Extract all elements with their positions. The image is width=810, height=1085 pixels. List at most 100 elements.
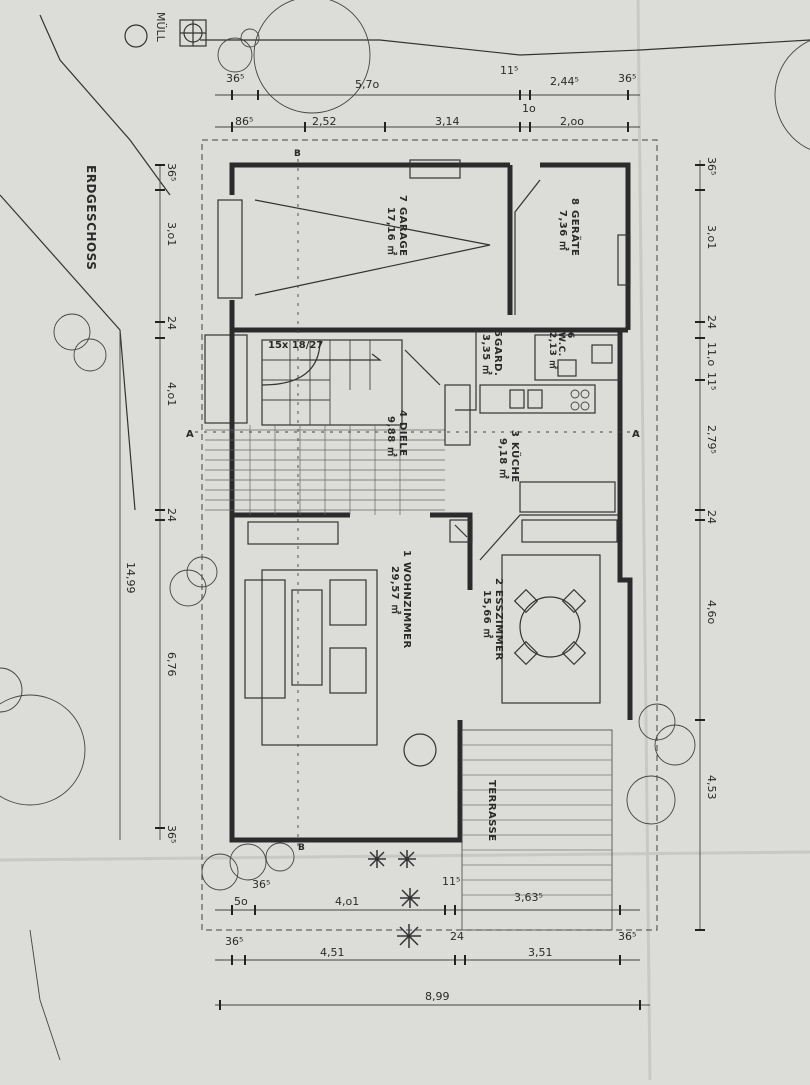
room-area: 2,13 ㎡ [547,332,559,369]
room-name: GARD. [492,338,503,376]
room-kueche: 3 KÜCHE 9,18 ㎡ [497,430,523,483]
section-b-top: B [294,149,301,159]
dim-label: 1o [522,102,536,115]
dim-label: 2,oo [560,115,584,128]
dim-label: 36⁵ [165,163,178,181]
dim-label: 4,53 [705,775,718,800]
dim-label: 4,o1 [165,382,178,406]
room-number: 8 [569,198,580,205]
room-area: 9,18 ㎡ [497,438,510,479]
dim-label: 24 [165,316,178,330]
dim-total-left: 14,99 [124,562,137,594]
room-number: 3 [509,430,520,437]
section-markers [195,150,640,850]
dim-label: 36⁵ [618,72,636,85]
dim-label: 4,51 [320,946,345,959]
room-wohnzimmer: 1 WOHNZIMMER 29,57 ㎡ [389,550,412,649]
room-area: 17,16 ㎡ [385,207,398,256]
room-area: 9,88 ㎡ [385,416,398,457]
dim-label: 36⁵ [618,930,636,943]
room-name: KÜCHE [509,442,523,483]
room-number: 7 [397,195,408,202]
room-name: GARAGE [397,207,408,256]
living-furniture [244,569,437,767]
bin-symbols [124,19,207,48]
room-garage: 7 GARAGE 17,16 ㎡ [385,195,408,256]
room-number: 1 [401,550,412,557]
dim-label: 36⁵ [226,72,244,85]
property-line [200,39,810,56]
terrace-label: TERRASSE [486,780,497,842]
dim-label: 36⁵ [252,878,270,891]
dim-label: 3,14 [435,115,460,128]
room-wc: 6 W.C. 2,13 ㎡ [547,332,575,369]
dim-label: 11⁵ [442,875,460,888]
room-name: ESSZIMMER [493,590,504,661]
main-walls [204,330,633,843]
staircase [261,339,403,426]
dim-label: 11⁵ [705,372,718,390]
dim-label: 2,44⁵ [550,75,579,88]
storage-walls [510,162,631,333]
dim-label: 3,51 [528,946,553,959]
paper-fold [636,0,652,1081]
room-diele: 4 DIELE 9,88 ㎡ [385,410,408,457]
room-area: 15,66 ㎡ [481,590,494,639]
property-line [39,14,171,196]
room-esszimmer: 2 ESSZIMMER 15,66 ㎡ [481,578,504,661]
room-area: 7,36 ㎡ [557,210,570,251]
dim-label: 36⁵ [165,825,178,843]
trees [0,0,810,891]
dining-table [501,554,601,704]
room-name: GERÄTE [569,210,583,256]
dim-label: 6,76 [165,652,178,677]
floor-title: ERDGESCHOSS [84,165,98,270]
dim-label: 11,o [705,342,718,366]
bin-label: MÜLL [154,12,167,43]
dim-label: 3,o1 [165,222,178,246]
kitchen-fixtures [444,384,596,446]
hall-floor [205,425,445,515]
dim-label: 24 [705,510,718,524]
dim-label: 3,63⁵ [514,891,543,904]
section-b-bottom: B [298,843,305,853]
room-area: 29,57 ㎡ [389,566,402,615]
dim-label: 86⁵ [235,115,253,128]
plant-symbols [368,850,421,948]
stair-label: 15x 18/27 [268,340,323,351]
room-number: 6 [565,332,575,339]
section-a-right: A [632,429,640,440]
terrace-paving [461,729,613,931]
wc-fixtures [534,334,621,381]
dim-label: 24 [450,930,464,943]
room-name: DIELE [397,422,408,457]
dim-label: 24 [705,315,718,329]
room-name: W.C. [556,332,566,357]
room-number: 5 [492,330,503,337]
dim-label: 36⁵ [705,157,718,175]
dim-label: 11⁵ [500,64,518,77]
dim-total-bottom: 8,99 [425,990,450,1003]
dim-label: 3,o1 [705,225,718,249]
room-number: 2 [493,578,504,585]
dim-label: 2,79⁵ [705,425,718,454]
dim-label: 4,o1 [335,895,359,908]
dim-label: 2,52 [312,115,337,128]
dim-label: 5,7o [355,78,379,91]
dimension-lines [119,90,705,1010]
dim-label: 36⁵ [225,935,243,948]
section-a-left: A [186,429,194,440]
room-geraete: 8 GERÄTE 7,36 ㎡ [557,198,583,256]
dim-label: 5o [234,895,248,908]
dim-label: 4,6o [705,600,718,624]
dim-label: 24 [165,508,178,522]
room-number: 4 [397,410,408,417]
house-outline [201,139,658,931]
room-area: 3,35 ㎡ [480,334,493,375]
property-line [29,929,61,1061]
room-garderobe: 5 GARD. 3,35 ㎡ [480,330,503,376]
room-name: WOHNZIMMER [401,562,412,649]
